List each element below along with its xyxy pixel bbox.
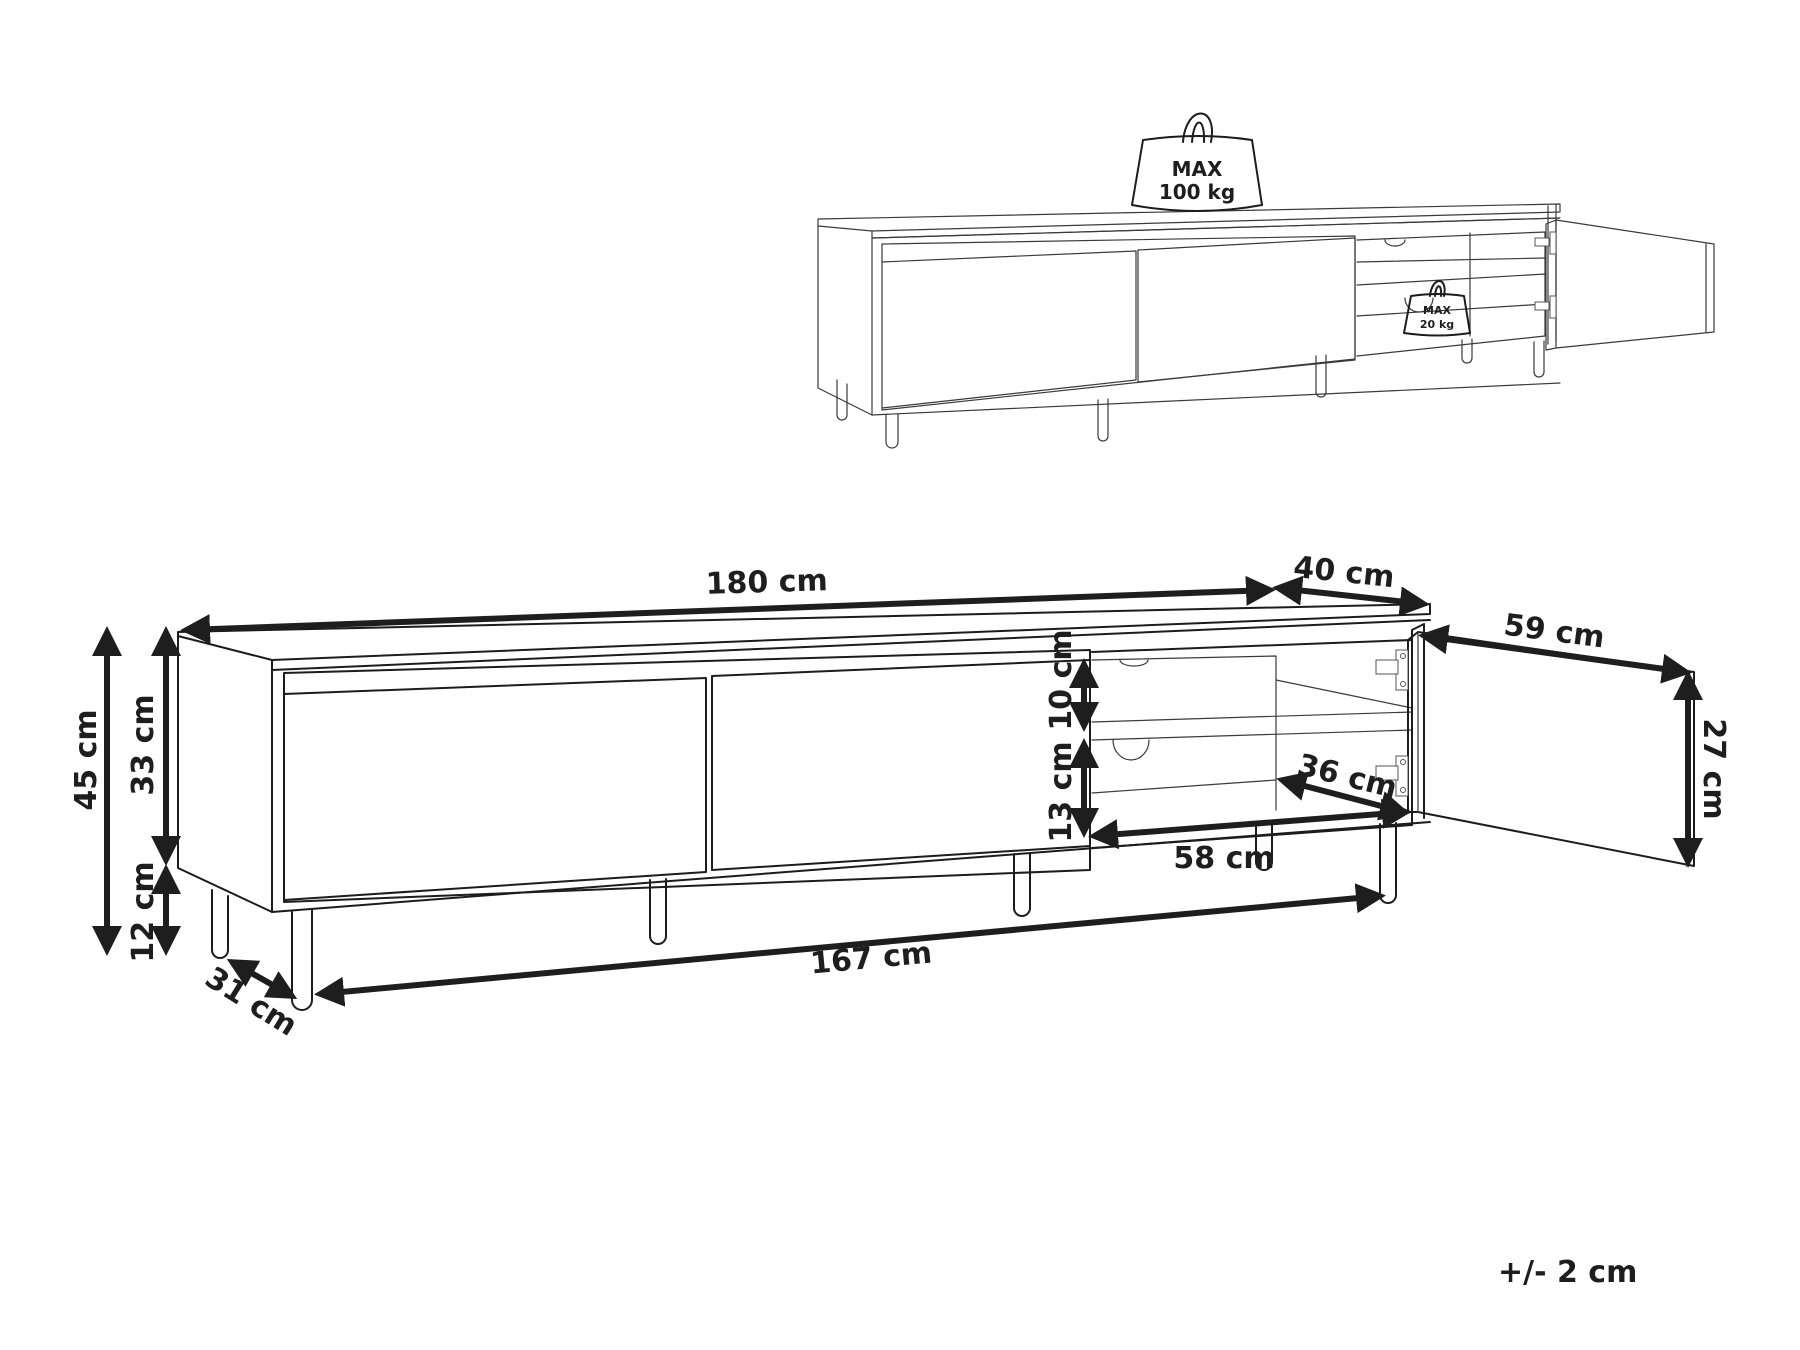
max-load-top-icon: MAX 100 kg	[1131, 112, 1263, 212]
label-upper-compartment-height: 10 cm	[1044, 629, 1079, 730]
label-total-height: 45 cm	[69, 709, 104, 810]
tolerance-note: +/- 2 cm	[1498, 1255, 1637, 1290]
label-compartment-width: 58 cm	[1173, 841, 1274, 876]
hinge-icon	[1534, 231, 1557, 255]
top-load-line2: 100 kg	[1159, 180, 1235, 204]
shelf-load-line2: 20 kg	[1420, 318, 1454, 331]
preview-cabinet	[817, 203, 1715, 449]
dimension-lines	[92, 575, 1703, 1007]
main-cabinet	[177, 603, 1695, 1011]
max-load-shelf-icon: MAX 20 kg	[1403, 280, 1471, 337]
label-total-width: 180 cm	[705, 563, 828, 602]
label-lower-compartment-height: 13 cm	[1044, 741, 1079, 842]
label-body-height: 33 cm	[126, 694, 161, 795]
hinge-icon	[1534, 295, 1557, 319]
top-load-line1: MAX	[1172, 157, 1223, 181]
label-door-height: 27 cm	[1696, 718, 1731, 819]
label-leg-height: 12 cm	[126, 861, 161, 962]
label-leg-width-span: 167 cm	[809, 935, 934, 981]
shelf-load-line1: MAX	[1423, 304, 1451, 317]
hinge-icon	[1375, 649, 1409, 691]
